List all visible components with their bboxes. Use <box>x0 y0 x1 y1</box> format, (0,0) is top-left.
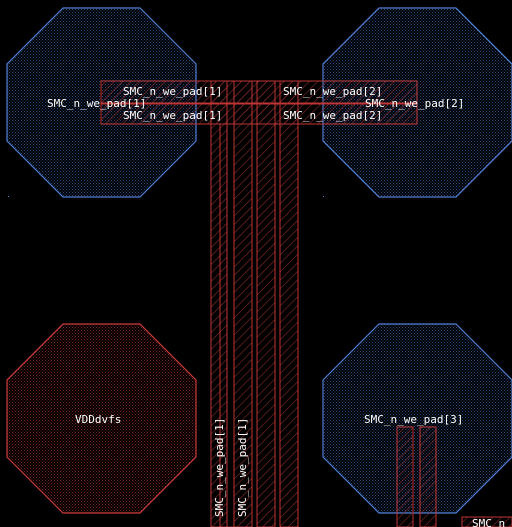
pad-label-top-right: SMC_n_we_pad[2] <box>365 97 464 110</box>
net-label-vertical-a: SMC_n_we_pad[1] <box>213 418 226 517</box>
vertical-wire-br-2[interactable] <box>419 426 437 527</box>
net-label-vertical-b: SMC_n_we_pad[1] <box>236 418 249 517</box>
marker-dot <box>323 196 324 197</box>
pad-label-bottom-left: VDDdvfs <box>75 413 121 426</box>
vertical-wire-1[interactable] <box>210 80 228 527</box>
vertical-wire-5[interactable] <box>219 123 235 527</box>
net-label-top-right-upper: SMC_n_we_pad[2] <box>283 85 382 98</box>
net-label-top-right-lower: SMC_n_we_pad[2] <box>283 109 382 122</box>
marker-dot <box>8 196 9 197</box>
pad-bottom-left[interactable] <box>6 323 197 514</box>
pad-label-top-left: SMC_n_we_pad[1] <box>47 97 146 110</box>
horizontal-wire-br-cut[interactable] <box>461 516 512 527</box>
vertical-wire-br-1[interactable] <box>396 426 414 527</box>
net-label-top-left-upper: SMC_n_we_pad[1] <box>123 85 222 98</box>
vertical-wire-4[interactable] <box>279 80 299 527</box>
pad-label-bottom-right: SMC_n_we_pad[3] <box>364 413 463 426</box>
pad-bottom-right[interactable] <box>322 323 512 514</box>
vertical-wire-3[interactable] <box>256 80 276 527</box>
net-label-bottom-right-cut: SMC_n_ <box>472 517 512 527</box>
net-label-top-left-lower: SMC_n_we_pad[1] <box>123 109 222 122</box>
